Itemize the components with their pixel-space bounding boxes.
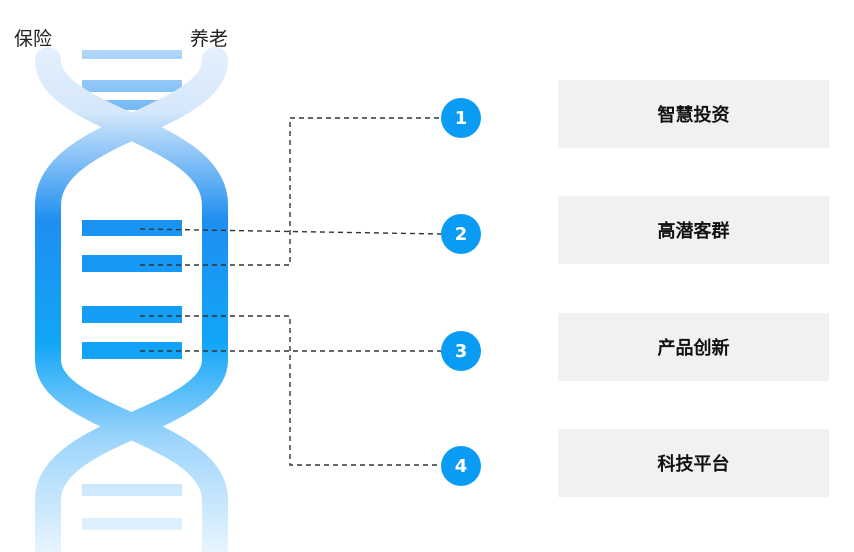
step-badge-3: 3 [441, 331, 481, 371]
dna-rung [82, 484, 182, 496]
dna-rung [82, 100, 182, 110]
item-box-high-potential-customers: 高潜客群 [558, 196, 829, 264]
step-badge-1: 1 [441, 98, 481, 138]
step-badge-4: 4 [441, 446, 481, 486]
dna-strand-right [34, 47, 228, 552]
dna-rung [82, 518, 182, 530]
dna-helix [34, 47, 229, 552]
dna-rung [82, 306, 182, 323]
dna-rung [82, 220, 182, 236]
dna-rung [82, 255, 182, 272]
item-box-smart-investment: 智慧投资 [558, 80, 829, 148]
dna-rung [82, 50, 182, 59]
connector-line-1 [140, 117, 441, 266]
dna-rung [82, 342, 182, 359]
dna-rung [82, 80, 182, 92]
connector-line-4 [140, 315, 441, 466]
connector-lines [139, 117, 442, 466]
strand-label-insurance: 保险 [14, 28, 53, 50]
strand-label-pension: 养老 [190, 28, 229, 50]
step-badge-2: 2 [441, 214, 481, 254]
item-box-product-innovation: 产品创新 [558, 313, 829, 381]
item-box-tech-platform: 科技平台 [558, 429, 829, 497]
